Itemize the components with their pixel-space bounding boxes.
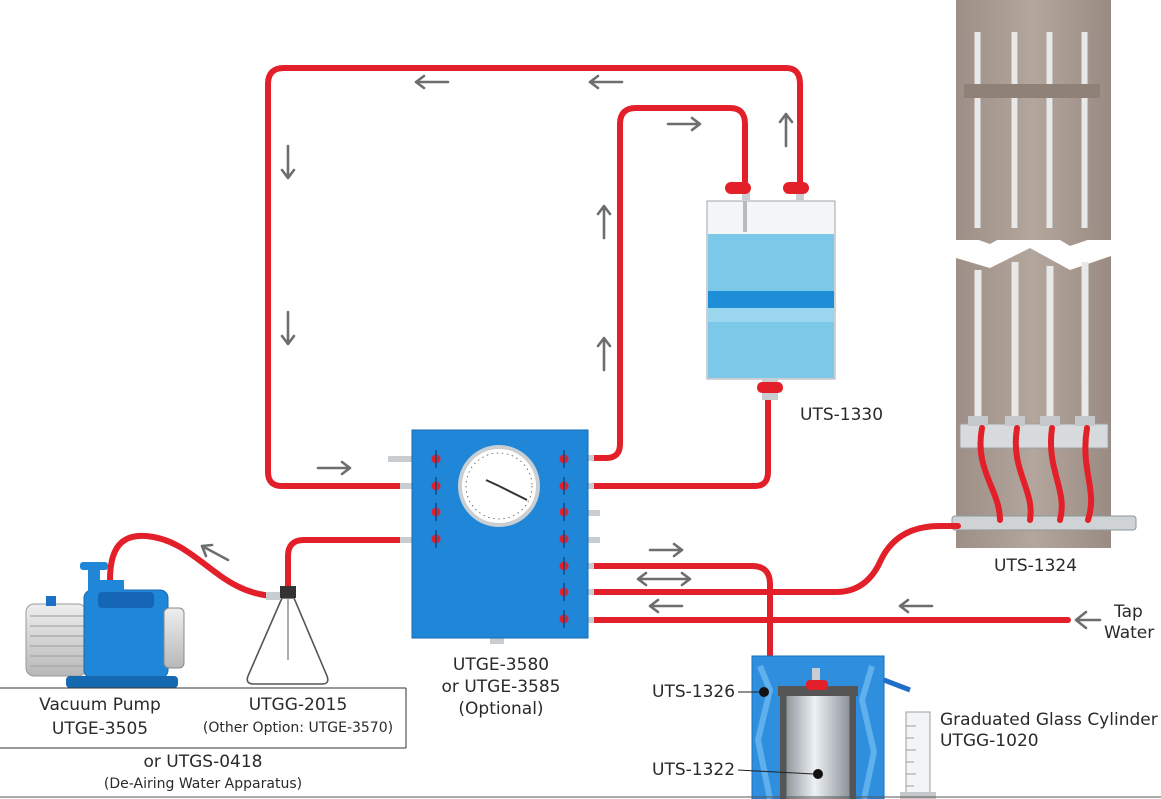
valve-reservoir-bottom [757, 382, 783, 393]
flask-stopper [280, 586, 296, 598]
filter-flask [246, 586, 329, 685]
flow-arrow-diag [200, 543, 230, 562]
tube-from-reservoir [587, 391, 771, 489]
board-lower [956, 248, 1111, 548]
tube-to-permeameter [587, 563, 821, 687]
label-cylinder-model: UTGG-1020 [940, 731, 1039, 751]
reservoir-water-band [708, 291, 834, 308]
tube-top-loop [265, 65, 803, 489]
permeameter-tank [737, 655, 911, 799]
tube-to-manometer [587, 523, 961, 595]
flow-arrow-right-3 [648, 542, 684, 558]
flow-arrow-left-2 [588, 74, 624, 90]
valve-reservoir-in [725, 182, 751, 194]
tube-manifold-bottom [951, 515, 1137, 531]
manometer-tubes [974, 32, 1089, 420]
label-uts-1324: UTS-1324 [994, 556, 1078, 576]
valve-reservoir-out [783, 182, 809, 194]
label-alternative-desc: (De-Airing Water Apparatus) [103, 776, 303, 792]
label-uts-1322: UTS-1322 [652, 760, 736, 780]
pump-cap [163, 607, 185, 669]
tube-clamp-bar [964, 84, 1100, 98]
flow-arrow-up-2 [596, 336, 612, 372]
flow-arrow-down-1 [280, 144, 296, 180]
control-panel [388, 429, 600, 644]
graduated-cylinder [900, 711, 936, 799]
label-cylinder: Graduated Glass Cylinder [940, 710, 1158, 730]
manometer-board [951, 0, 1137, 548]
flow-arrow-up-3 [778, 112, 794, 148]
valve-permeameter [806, 680, 828, 690]
brackets [0, 687, 1161, 798]
label-alternative: or UTGS-0418 [143, 752, 263, 772]
label-flask: UTGG-2015 [248, 695, 348, 715]
tube-flask-to-panel [285, 537, 415, 595]
flow-arrow-both [636, 571, 692, 587]
flow-arrow-right-1 [666, 116, 702, 132]
label-water: Water [1104, 623, 1155, 643]
tubing [107, 65, 1095, 687]
label-tap: Tap [1114, 602, 1143, 622]
permeameter-cell [785, 689, 851, 799]
label-vacuum-pump: Vacuum Pump [39, 695, 161, 715]
flow-arrows [200, 74, 1102, 630]
tube-pump-to-flask [107, 532, 281, 599]
manometer-hose-1 [977, 425, 1003, 523]
label-panel-3: (Optional) [458, 699, 544, 719]
flow-arrow-left-3 [648, 598, 684, 614]
cylinder-body [905, 711, 931, 799]
flow-arrow-down-2 [280, 310, 296, 346]
tube-to-reservoir-top [587, 105, 748, 461]
flow-arrow-up-1 [596, 204, 612, 240]
pressure-gauge [458, 445, 540, 527]
label-uts-1326: UTS-1326 [652, 682, 736, 702]
label-vacuum-pump-model: UTGE-3505 [51, 719, 149, 739]
reservoir-tank [706, 182, 836, 400]
flow-arrow-left-1 [414, 74, 450, 90]
vacuum-pump [25, 562, 185, 688]
flow-arrow-right-2 [316, 460, 352, 476]
label-panel-1: UTGE-3580 [452, 655, 550, 675]
flow-arrow-left-4 [898, 598, 934, 614]
label-uts-1330: UTS-1330 [800, 405, 884, 425]
label-flask-option: (Other Option: UTGE-3570) [202, 720, 394, 736]
label-panel-2: or UTGE-3585 [441, 677, 561, 697]
pump-motor [25, 603, 87, 677]
tap-water-arrow [1074, 610, 1102, 630]
gauge-needle [498, 485, 528, 501]
